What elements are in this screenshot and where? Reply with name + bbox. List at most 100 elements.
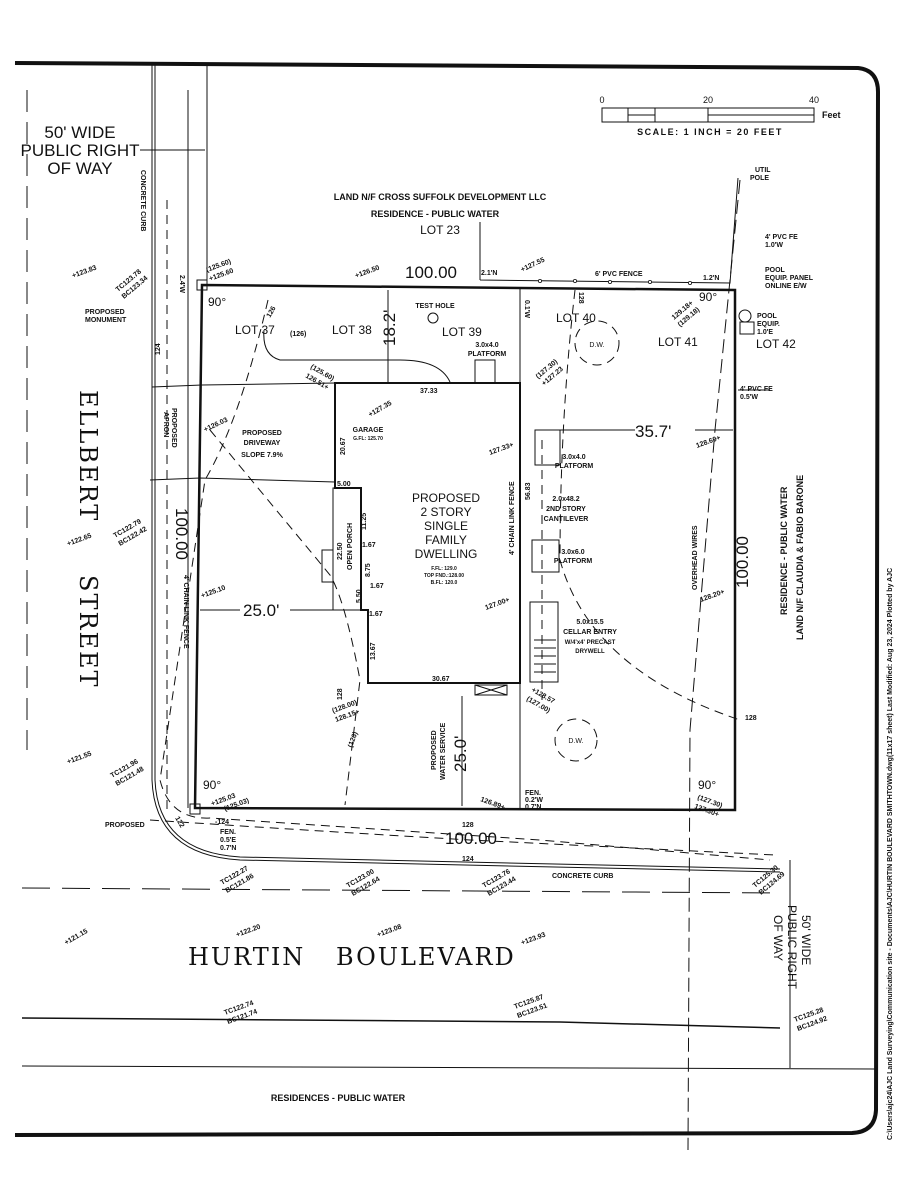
water-line-bottom — [21, 887, 781, 894]
svg-text:11.25: 11.25 — [361, 513, 368, 530]
row-label-left: 50' WIDE — [44, 123, 115, 142]
dim-top: 100.00 — [405, 263, 457, 282]
south-neighbor-label: RESIDENCES - PUBLIC WATER — [271, 1093, 406, 1103]
svg-text:4' PVC FE: 4' PVC FE — [765, 234, 798, 241]
scale-tick-0: 0 — [599, 95, 604, 105]
util-pole-label: UTIL — [755, 167, 771, 174]
svg-text:OF WAY: OF WAY — [47, 159, 112, 178]
svg-text:MONUMENT: MONUMENT — [85, 317, 127, 324]
overhead-wires — [687, 179, 741, 1151]
svg-text:CELLAR ENTRY: CELLAR ENTRY — [563, 629, 617, 636]
svg-text:5.50: 5.50 — [356, 589, 363, 603]
svg-text:+122.65: +122.65 — [66, 533, 92, 548]
svg-text:DWELLING: DWELLING — [415, 547, 478, 561]
svg-text:TEST HOLE: TEST HOLE — [415, 303, 455, 310]
dim-bottom: 100.00 — [445, 829, 497, 848]
lot-38-label: LOT 38 — [332, 323, 372, 337]
dim-front-setback: 18.2' — [380, 310, 399, 346]
svg-text:0.7'N: 0.7'N — [525, 804, 541, 811]
svg-text:PROPOSED: PROPOSED — [170, 408, 177, 448]
svg-text:PUBLIC RIGHT: PUBLIC RIGHT — [20, 141, 139, 160]
svg-text:127.00+: 127.00+ — [484, 597, 510, 612]
svg-text:5.0x15.5: 5.0x15.5 — [576, 619, 603, 626]
svg-text:3.0x4.0: 3.0x4.0 — [562, 454, 585, 461]
svg-text:+123.93: +123.93 — [520, 932, 546, 947]
svg-text:124: 124 — [155, 343, 162, 355]
test-hole-icon — [427, 312, 439, 324]
north-neighbor-owner: LAND N/F CROSS SUFFOLK DEVELOPMENT LLC — [334, 192, 547, 202]
svg-text:90°: 90° — [203, 778, 221, 792]
svg-text:90°: 90° — [698, 778, 716, 792]
svg-text:LOT 23: LOT 23 — [420, 223, 460, 237]
porch-steps — [321, 549, 334, 583]
svg-text:POLE: POLE — [750, 175, 769, 182]
svg-text:POOL: POOL — [765, 267, 786, 274]
monument-marker — [189, 803, 201, 815]
street-name-hurtin: HURTIN — [188, 943, 305, 971]
proposed-monument-label: PROPOSED — [85, 309, 125, 316]
svg-text:128: 128 — [577, 292, 584, 304]
scale-tick-40: 40 — [809, 95, 819, 105]
open-porch-label: OPEN PORCH — [347, 523, 354, 570]
scale-text: SCALE: 1 INCH = 20 FEET — [637, 127, 783, 137]
svg-text:90°: 90° — [208, 295, 226, 309]
svg-text:30.67: 30.67 — [432, 676, 450, 683]
svg-text:8.75: 8.75 — [365, 563, 372, 577]
svg-text:22.50: 22.50 — [337, 542, 344, 560]
svg-text:SLOPE 7.9%: SLOPE 7.9% — [241, 452, 283, 459]
platform-front — [474, 359, 496, 384]
lot-37-label: LOT 37 — [235, 323, 275, 337]
dim-left: 100.00 — [172, 508, 191, 560]
monument-marker — [196, 279, 208, 291]
svg-text:WATER SERVICE: WATER SERVICE — [440, 722, 447, 780]
svg-text:0.5'W: 0.5'W — [740, 394, 758, 401]
drywell-circle — [554, 718, 598, 762]
svg-text:128.60+: 128.60+ — [695, 435, 721, 450]
svg-text:+126.50: +126.50 — [354, 265, 380, 280]
row-label-right: 50' WIDE — [799, 915, 813, 965]
svg-text:CANTILEVER: CANTILEVER — [544, 516, 589, 523]
svg-text:D.W.: D.W. — [589, 342, 604, 349]
svg-text:-124: -124 — [215, 819, 229, 826]
plot-info: C:\Users\ajc24\AJC Land Surveying\Commun… — [887, 568, 894, 1140]
svg-text:PUBLIC RIGHT: PUBLIC RIGHT — [785, 905, 799, 990]
svg-text:37.33: 37.33 — [420, 388, 438, 395]
svg-text:4' PVC FE: 4' PVC FE — [740, 386, 773, 393]
curb-line — [151, 63, 781, 873]
dim-rear: 25.0' — [451, 736, 470, 772]
svg-text:APRON: APRON — [162, 412, 169, 437]
dim-right: 100.00 — [733, 536, 752, 588]
svg-text:13.67: 13.67 — [370, 642, 377, 660]
svg-text:FEN.: FEN. — [220, 829, 236, 836]
dim-side-right: 35.7' — [635, 422, 671, 441]
svg-text:DRIVEWAY: DRIVEWAY — [244, 440, 281, 447]
svg-text:1.67: 1.67 — [369, 611, 383, 618]
svg-text:0.5'E: 0.5'E — [220, 837, 236, 844]
svg-text:1.2'N: 1.2'N — [703, 275, 719, 282]
open-porch — [332, 487, 362, 611]
svg-text:D.W.: D.W. — [568, 738, 583, 745]
lot-42-label: LOT 42 — [756, 337, 796, 351]
svg-text:PLATFORM: PLATFORM — [555, 463, 594, 470]
svg-text:FEN.: FEN. — [525, 790, 541, 797]
svg-text:2.4'W: 2.4'W — [178, 275, 185, 293]
svg-text:126: 126 — [266, 305, 278, 319]
svg-text:DRYWELL: DRYWELL — [575, 649, 605, 655]
driveway-label: PROPOSED — [242, 430, 282, 437]
svg-text:(126): (126) — [290, 331, 306, 338]
water-service-label: PROPOSED — [431, 730, 438, 770]
svg-text:POOL: POOL — [757, 313, 778, 320]
svg-text:FAMILY: FAMILY — [425, 533, 467, 547]
svg-text:+127.55: +127.55 — [520, 257, 546, 274]
east-neighbor-use: RESIDENCE - PUBLIC WATER — [779, 486, 789, 615]
south-row-line — [21, 1065, 877, 1070]
svg-text:+122.20: +122.20 — [235, 924, 261, 939]
svg-text:56.83: 56.83 — [525, 482, 532, 500]
dwelling-label: PROPOSED — [412, 491, 480, 505]
svg-text:PLATFORM: PLATFORM — [468, 351, 507, 358]
svg-text:W/4'x4' PRECAST: W/4'x4' PRECAST — [565, 640, 616, 646]
svg-text:(126): (126) — [347, 731, 359, 749]
sheet-border — [14, 61, 881, 1137]
svg-text:STREET: STREET — [74, 575, 102, 689]
